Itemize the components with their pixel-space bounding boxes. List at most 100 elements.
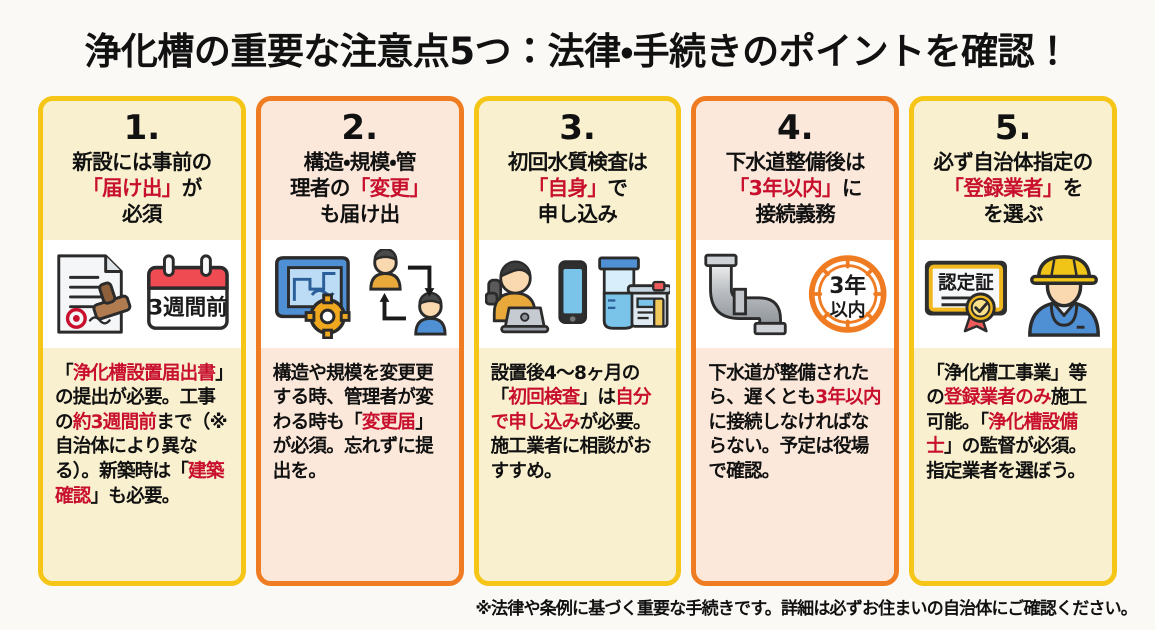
- card-1-number: 1.: [123, 108, 161, 148]
- calendar-label: 3週間前: [148, 294, 227, 320]
- card-3-title-suffix: で: [607, 176, 628, 201]
- card-2-title-highlight: 「変更」: [349, 176, 430, 201]
- card-3: 3. 初回水質検査は 「自身」で 申し込み: [473, 96, 682, 586]
- certificate-icon: 認定証: [925, 260, 1008, 333]
- card-2-header: 2. 構造・規模・管 理者の「変更」 も届け出: [260, 101, 459, 240]
- card-2-body-seg-2: 」が必須。忘れずに提出を。: [272, 411, 434, 483]
- card-1-body-seg-0: 「: [55, 362, 74, 384]
- clock-label-line2: 以内: [830, 298, 866, 320]
- people-exchange-icon: [369, 248, 447, 336]
- document-with-stamp-icon: [57, 254, 132, 334]
- card-2-title: 構造・規模・管 理者の「変更」 も届け出: [267, 149, 453, 228]
- card-3-body: 設置後4〜8ヶ月の「初回検査」は自分で申し込みが必要。施工業者に相談がおすすめ。: [478, 347, 677, 581]
- card-4-body-seg-0: 下水道が整備されたら、遅くとも: [708, 362, 869, 409]
- card-5-body-seg-4: 施工可能。「: [926, 387, 1087, 433]
- card-1-body-seg-2: 」の提出が必要。工事の: [55, 362, 224, 433]
- card-4-header: 4. 下水道整備後は 「3年以内」に 接続義務: [696, 101, 895, 240]
- card-3-body-seg-2: 」は: [579, 387, 616, 409]
- card-4-title-line-1: 下水道整備後は: [725, 150, 866, 174]
- pipe-icon: [704, 253, 788, 335]
- card-2-title-line-2: 理者の: [290, 176, 350, 201]
- card-1-title-line-3: 必須: [121, 202, 162, 227]
- card-1-header: 1. 新設には事前の 「届け出」が 必須: [43, 101, 241, 240]
- ribbon-badge: [963, 292, 996, 333]
- card-5-title-line-1: 必ず自治体指定の: [933, 150, 1093, 174]
- card-3-illustration: [478, 239, 677, 348]
- card-2-title-line-1: 構造・規模・管: [303, 150, 417, 174]
- footer: ※法律や条例に基づく重要な手続きです。詳細は必ずお住まいの自治体にご確認ください…: [0, 586, 1155, 630]
- card-1-title: 新設には事前の 「届け出」が 必須: [49, 149, 235, 228]
- card-4-title: 下水道整備後は 「3年以内」に 接続義務: [702, 149, 888, 228]
- card-3-body-seg-0: 設置後4〜8ヶ月の「: [490, 362, 641, 409]
- card-2-title-line-4: も届け出: [319, 202, 400, 227]
- card-2-body-seg-1: 変更届: [361, 411, 416, 433]
- smartphone-icon: [558, 259, 588, 324]
- person-bottom: [413, 291, 447, 336]
- card-5-body-seg-2: 」等の: [926, 362, 1087, 409]
- card-1-body-seg-4: まで（※自治体により異なる）。新築時は「: [55, 411, 228, 483]
- card-1-title-line-1: 新設には事前の: [72, 150, 212, 174]
- card-2-illustration: [260, 239, 459, 348]
- card-5-body-seg-5: 浄化槽設備士: [926, 411, 1078, 458]
- title-bar: 浄化槽の重要な注意点5つ：法律・手続きのポイントを確認！: [0, 0, 1155, 96]
- card-1-title-highlight: 「届け出」: [82, 176, 182, 201]
- card-3-body-seg-4: が必要。施工業者に相談がおすすめ。: [490, 411, 652, 483]
- clock-label-line1: 3年: [829, 273, 866, 299]
- card-1-body-seg-3: 約3週間前: [72, 411, 157, 433]
- footer-note: ※法律や条例に基づく重要な手続きです。詳細は必ずお住まいの自治体にご確認ください…: [475, 598, 1137, 619]
- card-1-title-suffix: が: [181, 176, 203, 201]
- card-4-title-line-3: 接続義務: [755, 202, 836, 227]
- card-5-body-seg-6: 」の監督が必須。指定業者を選ぼう。: [926, 436, 1087, 483]
- card-1-body-seg-6: 」も必要。: [90, 485, 181, 507]
- card-3-title-highlight: 「自身」: [527, 176, 608, 201]
- calendar-icon: 3週間前: [147, 254, 229, 330]
- water-test-kit-icon: [597, 256, 671, 330]
- card-1-body: 「浄化槽設置届出書」の提出が必要。工事の約3週間前まで（※自治体により異なる）。…: [43, 347, 241, 581]
- card-5-title: 必ず自治体指定の 「登録業者」を を選ぶ: [920, 149, 1106, 228]
- card-3-body-seg-3: 自分で申し込み: [490, 387, 652, 433]
- page-title: 浄化槽の重要な注意点5つ：法律・手続きのポイントを確認！: [84, 30, 1071, 73]
- card-3-title: 初回水質検査は 「自身」で 申し込み: [485, 149, 671, 228]
- certificate-label: 認定証: [938, 273, 994, 294]
- card-4: 4. 下水道整備後は 「3年以内」に 接続義務: [691, 96, 900, 586]
- card-4-title-suffix: に: [841, 176, 863, 201]
- card-4-body-seg-1: 3年以内: [815, 387, 881, 409]
- laptop: [499, 306, 549, 333]
- card-5-number: 5.: [994, 108, 1032, 148]
- card-5-illustration: 認定証: [914, 239, 1112, 348]
- person-top: [369, 248, 402, 291]
- blueprint-gear-icon: [274, 255, 351, 339]
- card-row: 1. 新設には事前の 「届け出」が 必須: [0, 96, 1155, 586]
- card-2-body-seg-0: 構造や規模を変更更する時、管理者が変わる時も「: [272, 362, 434, 433]
- card-1-body-seg-1: 浄化槽設置届出書: [72, 362, 216, 384]
- card-4-illustration: 3年 以内: [696, 239, 895, 348]
- card-5-body-seg-3: 登録業者のみ: [944, 387, 1052, 409]
- analyzer: [626, 280, 671, 328]
- card-4-body: 下水道が整備されたら、遅くとも3年以内に接続しなければならない。予定は役場で確認…: [696, 347, 895, 581]
- card-1: 1. 新設には事前の 「届け出」が 必須: [38, 96, 246, 586]
- card-5-title-line-3: を選ぶ: [983, 202, 1043, 227]
- card-3-body-seg-1: 初回検査: [508, 387, 580, 409]
- clock-deadline-icon: 3年 以内: [808, 254, 887, 333]
- card-1-illustration: 3週間前: [43, 239, 241, 348]
- handset: [484, 278, 502, 306]
- worker-helmet-icon: [1028, 254, 1100, 337]
- card-3-title-line-3: 申し込み: [537, 202, 618, 227]
- card-4-title-highlight: 「3年以内」: [728, 176, 843, 201]
- card-4-body-seg-2: に接続しなければならない。予定は役場で確認。: [708, 411, 869, 483]
- card-1-body-seg-5: 建築確認: [55, 461, 224, 507]
- card-5-title-suffix: を: [1062, 176, 1084, 201]
- card-5-title-highlight: 「登録業者」: [943, 176, 1063, 201]
- person-phone-laptop-icon: [484, 260, 549, 333]
- card-5-header: 5. 必ず自治体指定の 「登録業者」を を選ぶ: [914, 101, 1112, 240]
- card-3-title-line-1: 初回水質検査は: [507, 150, 648, 174]
- card-2-body: 構造や規模を変更更する時、管理者が変わる時も「変更届」が必須。忘れずに提出を。: [260, 347, 459, 581]
- card-5-body-seg-1: 浄化槽工事業: [944, 362, 1052, 384]
- card-3-header: 3. 初回水質検査は 「自身」で 申し込み: [478, 101, 677, 240]
- card-2: 2. 構造・規模・管 理者の「変更」 も届け出: [255, 96, 464, 586]
- card-5-body-seg-0: 「: [926, 362, 945, 384]
- card-5: 5. 必ず自治体指定の 「登録業者」を を選ぶ 認定証: [909, 96, 1117, 586]
- card-3-number: 3.: [559, 108, 596, 148]
- card-5-body: 「浄化槽工事業」等の登録業者のみ施工可能。「浄化槽設備士」の監督が必須。指定業者…: [914, 347, 1112, 581]
